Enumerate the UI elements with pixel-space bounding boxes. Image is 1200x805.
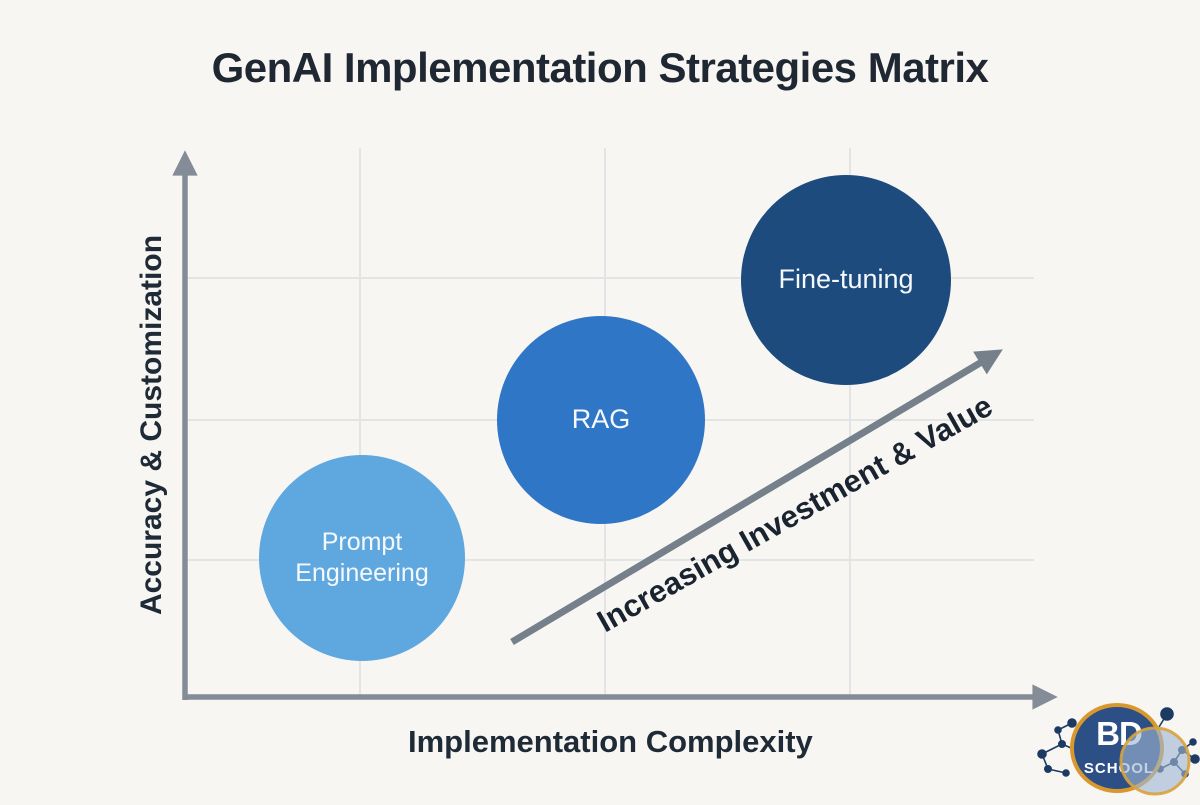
bubble-label: RAG xyxy=(571,404,631,435)
bubble-fine-tuning: Fine-tuning xyxy=(741,175,951,385)
x-axis-label: Implementation Complexity xyxy=(408,724,813,759)
logo-overlay-circle xyxy=(1119,726,1191,796)
bubble-label: Prompt Engineering xyxy=(295,527,429,587)
trend-arrow-line xyxy=(510,349,1003,646)
bubble-rag: RAG xyxy=(497,316,705,524)
bubble-prompt-engineering: Prompt Engineering xyxy=(259,455,465,661)
bd-school-logo: BD SCHOOL xyxy=(1037,703,1200,796)
page-title: GenAI Implementation Strategies Matrix xyxy=(211,44,989,91)
y-axis-label: Accuracy & Customization xyxy=(135,234,168,616)
bubble-label: Fine-tuning xyxy=(778,264,914,295)
